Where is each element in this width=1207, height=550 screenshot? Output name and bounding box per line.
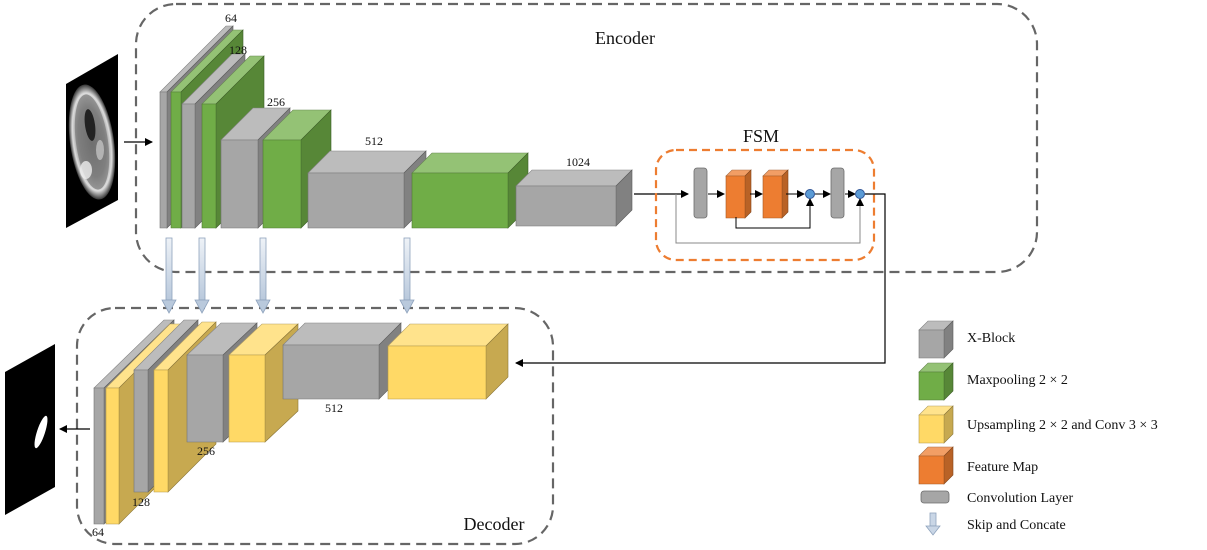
encoder-maxpool-512 <box>411 152 529 229</box>
encoder-blocks <box>159 25 633 229</box>
legend-label-maxpool: Maxpooling 2 × 2 <box>967 373 1068 388</box>
encoder-label-512: 512 <box>365 134 383 148</box>
fsm-title: FSM <box>743 126 779 146</box>
orange-cube-icon <box>918 446 954 485</box>
legend-label-skip: Skip and Concate <box>967 518 1066 533</box>
green-cube-icon <box>918 362 954 401</box>
encoder-xblock-1024 <box>515 169 633 227</box>
legend: X-Block Maxpooling 2 × 2 Upsampling 2 × … <box>918 320 1158 536</box>
fsm-feature-map-1 <box>725 169 752 219</box>
encoder-label-1024: 1024 <box>566 155 590 169</box>
skip-arrow-512 <box>399 237 415 314</box>
decoder-blocks <box>93 319 509 525</box>
encoder-label-64: 64 <box>225 11 237 25</box>
output-mask-image <box>5 344 55 515</box>
rounded-gray-rect-icon <box>920 490 950 504</box>
gray-cube-icon <box>918 320 954 359</box>
decoder-title: Decoder <box>464 514 525 534</box>
skip-arrow-256 <box>255 237 271 314</box>
fsm-feature-map-2 <box>762 169 789 219</box>
encoder-label-128: 128 <box>229 43 247 57</box>
decoder-label-512: 512 <box>325 401 343 415</box>
fsm-blocks <box>693 167 845 219</box>
encoder-label-256: 256 <box>267 95 285 109</box>
fsm-to-decoder-arrow <box>515 193 886 367</box>
down-arrow-icon <box>925 512 941 536</box>
skip-connections <box>161 237 415 314</box>
legend-icons <box>918 320 954 536</box>
skip-arrow-64 <box>161 237 177 314</box>
fsm-add-node-2 <box>855 189 865 199</box>
yellow-cube-icon <box>918 405 954 444</box>
decoder-upsample-512 <box>387 323 509 400</box>
fsm-connections <box>675 189 865 244</box>
decoder-label-256: 256 <box>197 444 215 458</box>
decoder-frame <box>75 306 555 546</box>
decoder-label-64: 64 <box>92 525 104 539</box>
legend-label-xblock: X-Block <box>967 331 1015 346</box>
decoder-label-128: 128 <box>132 495 150 509</box>
encoder-title: Encoder <box>595 28 655 48</box>
encoder-frame <box>134 2 1039 274</box>
input-mri-image <box>66 54 118 228</box>
legend-label-conv-layer: Convolution Layer <box>967 491 1073 506</box>
encoder-xblock-512 <box>307 150 427 229</box>
fsm-conv-layer-2 <box>830 167 845 219</box>
skip-arrow-128 <box>194 237 210 314</box>
legend-label-upsample: Upsampling 2 × 2 and Conv 3 × 3 <box>967 418 1158 433</box>
fsm-conv-layer-1 <box>693 167 708 219</box>
fsm-add-node-1 <box>805 189 815 199</box>
legend-label-feature-map: Feature Map <box>967 460 1038 475</box>
decoder-xblock-512 <box>282 322 402 400</box>
